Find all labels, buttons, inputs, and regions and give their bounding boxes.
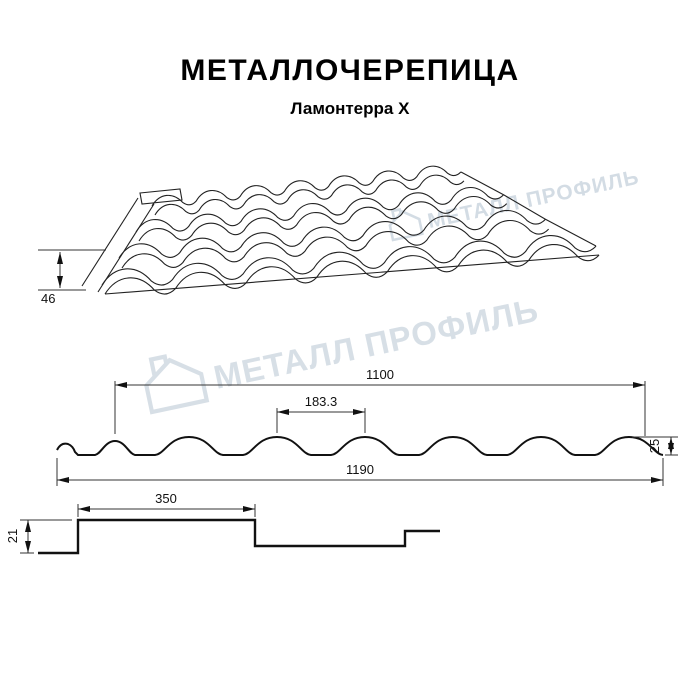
sheet-top-cap [139, 188, 183, 205]
dim-label-full-width-1190: 1190 [346, 462, 374, 477]
dim-label-profile-height-25: 25 [647, 439, 662, 453]
page-subtitle: Ламонтерра X [290, 99, 410, 118]
page-title: МЕТАЛЛОЧЕРЕПИЦА [180, 54, 520, 87]
tile-profile-path [56, 435, 664, 456]
step-profile-path [38, 518, 440, 555]
roof-perspective-view [81, 162, 601, 300]
dim-label-cover-width-1100: 1100 [366, 367, 394, 382]
tile-row-1 [150, 162, 462, 210]
sheet-bottom-edge [104, 254, 600, 295]
watermark-upper-text: МЕТАЛЛ ПРОФИЛЬ [426, 166, 642, 233]
dim-label-step-height-46: 46 [41, 291, 55, 306]
sheet-left-edge-outer [81, 197, 139, 287]
dim-label-module-350: 350 [155, 491, 177, 506]
cross-section-profile: 1100 183.3 25 1190 [56, 367, 678, 486]
dim-label-wave-pitch-183: 183.3 [305, 394, 338, 409]
watermark-middle: МЕТАЛЛ ПРОФИЛЬ [144, 291, 542, 415]
house-logo-icon [144, 354, 210, 415]
dimension-46: 46 [38, 249, 106, 306]
side-step-profile: 350 21 [5, 491, 440, 555]
sheet-right-edge [460, 171, 597, 247]
dim-label-step-21: 21 [5, 529, 20, 543]
